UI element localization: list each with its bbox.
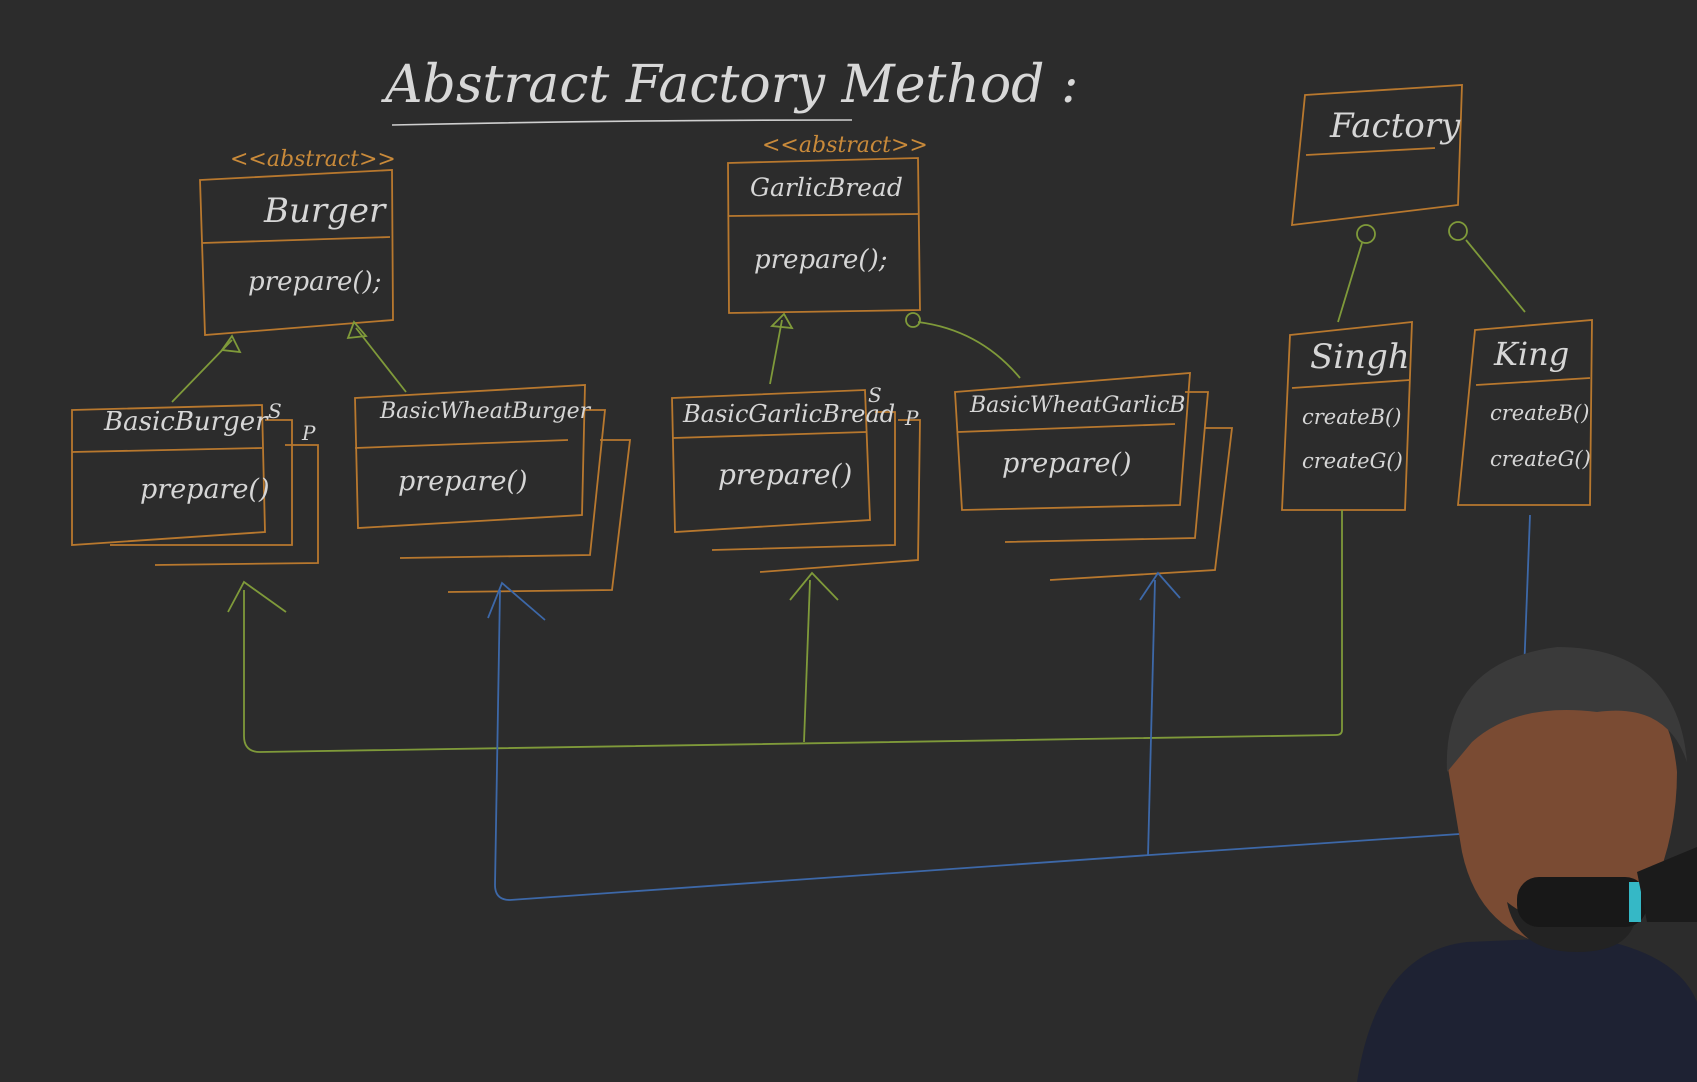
basicburger-class-method: prepare() xyxy=(140,474,270,505)
basicgarlicbread-class-divider xyxy=(672,431,867,439)
factory-class-name: Factory xyxy=(1329,106,1461,146)
basicburger-class: BasicBurger prepare() S P xyxy=(71,399,319,566)
basicwheatburger-class: BasicWheatBurger prepare() xyxy=(354,384,632,593)
burger-class-name: Burger xyxy=(263,191,387,231)
garlicbread-class-method: prepare(); xyxy=(754,245,887,275)
basicwheatgarlicb-class-divider xyxy=(957,423,1176,433)
basicburger-class-divider xyxy=(71,447,263,453)
burger-class-divider xyxy=(201,236,391,244)
singh-creates-connector xyxy=(227,510,1343,753)
burger-stereotype: <<abstract>> xyxy=(230,147,396,172)
king-class-divider xyxy=(1475,377,1591,386)
singh-method-createg: createG() xyxy=(1302,449,1403,473)
basicgarlicbread-class-box xyxy=(671,389,871,533)
burger-class-box xyxy=(199,169,394,336)
basicgarlicbread-tag-p: P xyxy=(904,406,919,430)
basicwheatgarlicb-class-box xyxy=(954,372,1191,511)
presenter-webcam xyxy=(1337,622,1697,1082)
garlicbread-class-box xyxy=(727,157,921,314)
basicburger-tag-p: P xyxy=(301,421,316,445)
king-class-box xyxy=(1457,319,1593,506)
basicgarlicbread-class-method: prepare() xyxy=(718,458,852,491)
inheritance-arrows xyxy=(171,221,1526,403)
garlicbread-class-name: GarlicBread xyxy=(750,173,903,202)
title-underline xyxy=(391,119,853,126)
garlicbread-class-divider xyxy=(727,213,919,217)
singh-factory-class: Singh createB() createG() xyxy=(1281,320,1413,511)
basicwheatgarlicb-class-name: BasicWheatGarlicB xyxy=(969,393,1185,418)
basicgarlicbread-class-name: BasicGarlicBread xyxy=(682,400,895,428)
diagram-title: Abstract Factory Method : xyxy=(381,55,1079,115)
garlicbread-stereotype: <<abstract>> xyxy=(762,133,928,158)
basicwheatgarlicb-class: BasicWheatGarlicB prepare() xyxy=(954,372,1234,581)
basicgarlicbread-class: BasicGarlicBread prepare() S P xyxy=(671,383,921,573)
basicwheatburger-class-name: BasicWheatBurger xyxy=(379,399,592,424)
basicburger-tag-s: S xyxy=(268,399,282,423)
basicwheatgarlicb-class-method: prepare() xyxy=(1002,448,1132,479)
king-method-createg: createG() xyxy=(1490,447,1591,471)
king-creates-connector xyxy=(487,514,1531,901)
factory-class-divider xyxy=(1305,147,1436,156)
singh-class-box xyxy=(1281,320,1413,511)
basicburger-class-name: BasicBurger xyxy=(103,407,269,437)
factory-class-box xyxy=(1290,84,1463,227)
singh-class-divider xyxy=(1291,379,1411,389)
king-class-name: King xyxy=(1493,335,1569,373)
basicburger-class-box xyxy=(71,404,266,546)
presenter-figure xyxy=(1357,647,1697,1082)
singh-class-name: Singh xyxy=(1310,337,1410,377)
basicwheatburger-class-divider xyxy=(354,439,569,449)
king-factory-class: King createB() createG() xyxy=(1457,319,1593,506)
king-method-createb: createB() xyxy=(1490,401,1589,425)
factory-class: Factory xyxy=(1290,84,1463,227)
burger-class-method: prepare(); xyxy=(248,267,381,297)
basicgarlicbread-tag-s: S xyxy=(868,383,882,407)
basicwheatburger-class-method: prepare() xyxy=(398,466,528,497)
singh-method-createb: createB() xyxy=(1302,405,1401,429)
basicwheatburger-class-box xyxy=(354,384,586,529)
